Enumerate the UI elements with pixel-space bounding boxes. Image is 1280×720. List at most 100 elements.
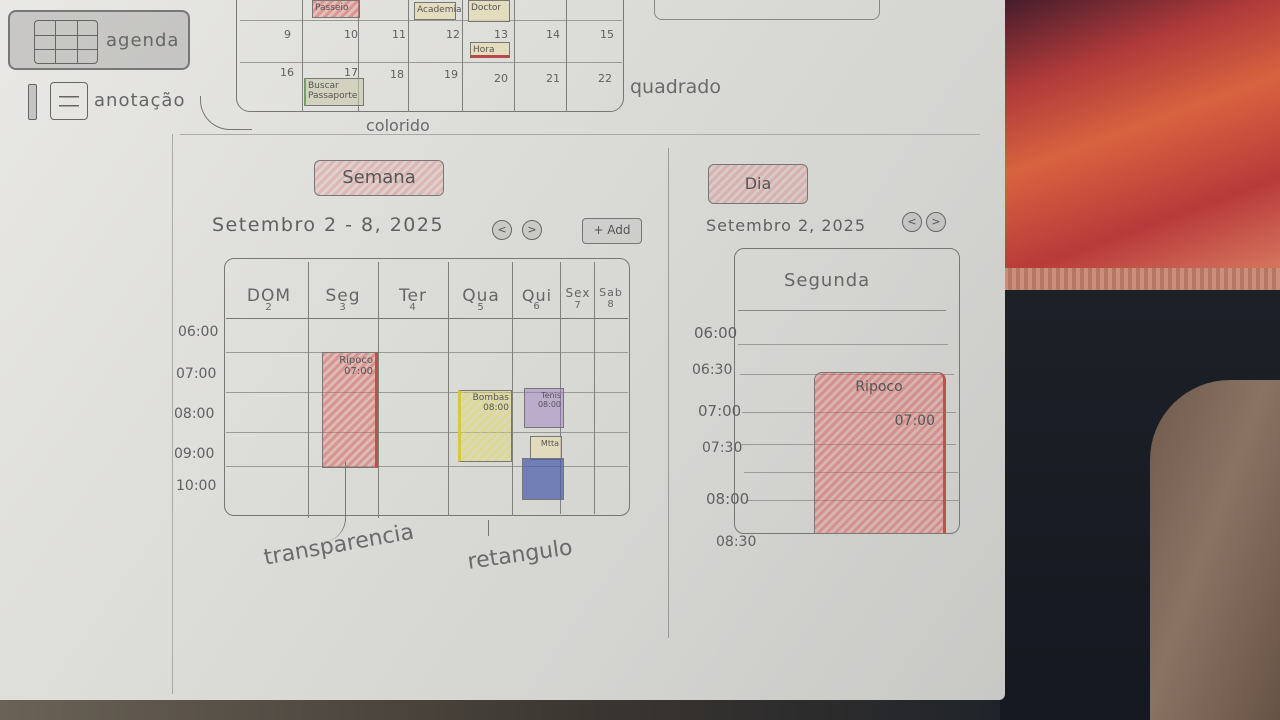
week-next-button[interactable]: > xyxy=(522,220,542,240)
week-hour-line-4 xyxy=(226,466,628,467)
week-event-bombas[interactable]: Bombas 08:00 xyxy=(458,390,512,462)
month-col-4 xyxy=(462,0,463,112)
week-day-header-6[interactable]: Sex 7 xyxy=(562,286,594,311)
week-day-num: 8 xyxy=(607,299,615,310)
week-day-header-4[interactable]: Qua 5 xyxy=(452,286,510,313)
week-col-line-3 xyxy=(448,262,449,516)
week-hour-line-1 xyxy=(226,352,628,353)
week-hour-line-2 xyxy=(226,392,628,393)
month-col-6 xyxy=(566,0,567,112)
table-grid-icon xyxy=(34,20,98,64)
month-row-line-2 xyxy=(240,62,622,63)
day-event-ripoco[interactable]: Ripoco 07:00 xyxy=(814,372,946,534)
day-next-button[interactable]: > xyxy=(926,212,946,232)
week-mode-tab[interactable]: Semana xyxy=(314,160,444,196)
background-cloth xyxy=(980,0,1280,300)
month-row-line-1 xyxy=(240,20,622,21)
sketch-paper: agenda anotação 9 10 11 12 13 14 15 16 1… xyxy=(0,0,1005,700)
week-day-num: 2 xyxy=(265,302,273,313)
week-day-name: Sab xyxy=(599,286,623,299)
month-event-2[interactable]: Academia xyxy=(414,2,462,20)
day-time-label-5: 08:00 xyxy=(706,490,750,508)
week-day-name: Qui xyxy=(521,286,553,305)
day-mode-tab[interactable]: Dia xyxy=(708,164,808,204)
week-event-time: 08:00 xyxy=(537,400,561,409)
note-icon xyxy=(50,82,88,120)
month-calendar xyxy=(236,0,624,112)
section-divider-h xyxy=(180,134,980,135)
week-event-title: Mtta xyxy=(540,439,559,448)
week-event-mtta[interactable]: Mtta xyxy=(530,436,562,460)
month-day-b4: 19 xyxy=(444,68,458,81)
month-day-b5: 20 xyxy=(494,72,508,85)
week-event-time: 08:00 xyxy=(483,403,509,413)
month-event-bottom[interactable]: Buscar Passaporte xyxy=(304,78,364,106)
background-arm xyxy=(1150,380,1280,720)
week-day-num: 5 xyxy=(477,302,485,313)
day-name-header[interactable]: Segunda xyxy=(784,270,871,291)
day-event-title: Ripoco xyxy=(855,379,903,395)
month-day-a3: 11 xyxy=(392,28,406,41)
week-day-name: Sex xyxy=(565,286,591,300)
month-annot-colorido: colorido xyxy=(366,116,430,135)
week-day-header-2[interactable]: Seg 3 xyxy=(312,286,374,313)
day-prev-button[interactable]: < xyxy=(902,212,922,232)
week-hour-label-1: 06:00 xyxy=(178,324,219,340)
day-date: Setembro 2, 2025 xyxy=(706,216,867,235)
week-calendar-grid xyxy=(224,258,630,516)
month-col-2 xyxy=(358,0,359,112)
section-divider-mid xyxy=(668,148,669,638)
week-day-header-5[interactable]: Qui 6 xyxy=(514,286,560,312)
week-day-num: 6 xyxy=(533,301,541,312)
week-header-line xyxy=(226,318,628,319)
week-day-name: Seg xyxy=(325,286,361,306)
day-time-label-4: 07:30 xyxy=(702,440,743,456)
day-time-label-2: 06:30 xyxy=(692,362,733,378)
week-day-header-3[interactable]: Ter 4 xyxy=(382,286,444,313)
month-day-b1: 16 xyxy=(280,66,294,79)
week-add-button[interactable]: + Add xyxy=(582,218,642,244)
week-event-tenis[interactable]: Tenis 08:00 xyxy=(524,388,564,428)
month-day-b7: 22 xyxy=(598,72,612,85)
week-hour-label-4: 09:00 xyxy=(174,446,215,462)
week-day-header-7[interactable]: Sab 8 xyxy=(596,286,626,310)
annot-arrow-retangulo xyxy=(488,520,489,536)
week-day-name: Ter xyxy=(399,286,427,306)
month-day-b2: 17 xyxy=(344,66,358,79)
week-col-line-2 xyxy=(378,262,379,518)
month-annot-quadrado: quadrado xyxy=(630,76,721,98)
week-event-ripoco[interactable]: Ripoco 07:00 xyxy=(322,352,378,468)
month-day-b3: 18 xyxy=(390,68,404,81)
legend-annotation-item: anotação xyxy=(24,78,214,124)
week-day-name: Qua xyxy=(462,286,500,306)
month-event-3[interactable]: Doctor xyxy=(468,0,510,22)
day-time-label-6: 08:30 xyxy=(716,534,757,550)
month-day-a2: 10 xyxy=(344,28,358,41)
week-day-name: DOM xyxy=(246,286,292,306)
month-col-3 xyxy=(408,0,409,112)
day-time-label-1: 06:00 xyxy=(694,324,738,342)
month-day-a5: 13 xyxy=(494,28,508,41)
week-day-num: 4 xyxy=(409,302,417,313)
pencil-icon xyxy=(28,84,37,120)
day-slot-line-1 xyxy=(738,344,948,345)
month-event-mid[interactable]: Hora xyxy=(470,42,510,58)
week-prev-button[interactable]: < xyxy=(492,220,512,240)
day-header-line xyxy=(738,310,946,311)
month-event-1[interactable]: Passeio xyxy=(312,0,360,18)
top-right-box xyxy=(654,0,880,20)
week-day-header-1[interactable]: DOM 2 xyxy=(238,286,300,313)
week-annot-retangulo: retangulo xyxy=(466,535,575,575)
month-col-5 xyxy=(514,0,515,112)
legend-grid-label: agenda xyxy=(106,30,180,51)
month-day-a6: 14 xyxy=(546,28,560,41)
week-event-title: Bombas xyxy=(472,393,509,403)
week-hour-label-5: 10:00 xyxy=(176,478,217,494)
day-event-time: 07:00 xyxy=(894,413,935,429)
week-col-line-1 xyxy=(308,262,309,518)
month-day-a1: 9 xyxy=(284,28,291,41)
week-hour-label-3: 08:00 xyxy=(174,406,215,422)
month-col-1 xyxy=(302,0,303,112)
week-event-blue-block[interactable] xyxy=(522,458,564,500)
week-event-time: 07:00 xyxy=(344,366,373,377)
